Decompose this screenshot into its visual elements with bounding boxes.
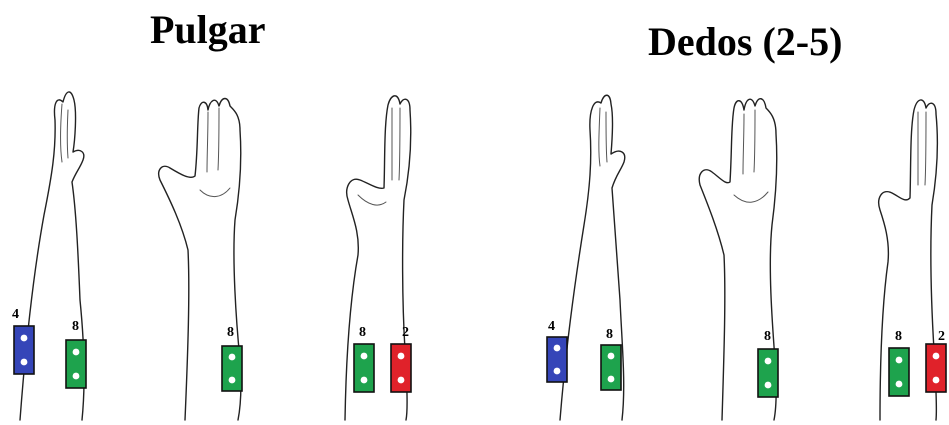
electrode-pad <box>926 344 946 392</box>
electrode-dot <box>608 376 615 383</box>
electrode-dot <box>933 377 940 384</box>
electrode-dot <box>21 359 28 366</box>
electrode-label: 8 <box>606 327 613 342</box>
electrode-group-fig5: 8 <box>758 329 778 397</box>
electrode-group-fig4: 4 8 <box>547 319 621 390</box>
electrode-pad <box>758 349 778 397</box>
electrode-dot <box>765 382 772 389</box>
electrode-pad <box>547 337 567 382</box>
electrode-pad <box>14 326 34 374</box>
electrode-pad <box>601 345 621 390</box>
electrode-dot <box>229 377 236 384</box>
electrode-dot <box>398 377 405 384</box>
electrode-dot <box>896 381 903 388</box>
electrode-group-fig3: 8 2 <box>354 325 411 392</box>
electrode-dot <box>765 358 772 365</box>
electrode-label: 8 <box>359 325 366 340</box>
electrode-dot <box>21 335 28 342</box>
electrode-group-fig6: 8 2 <box>889 329 946 396</box>
electrode-dot <box>608 353 615 360</box>
electrode-label: 4 <box>12 307 19 322</box>
electrode-dot <box>554 368 561 375</box>
electrode-dot <box>361 353 368 360</box>
electrode-label: 2 <box>938 329 945 344</box>
electrode-dot <box>229 354 236 361</box>
electrode-dot <box>73 349 80 356</box>
electrode-label: 8 <box>895 329 902 344</box>
electrode-group-fig2: 8 <box>222 325 242 391</box>
electrode-dot <box>361 377 368 384</box>
electrode-label: 4 <box>548 319 555 334</box>
electrode-label: 8 <box>227 325 234 340</box>
electrode-dot <box>554 345 561 352</box>
electrode-dot <box>933 353 940 360</box>
electrode-pad <box>66 340 86 388</box>
electrode-label: 2 <box>402 325 409 340</box>
electrode-dot <box>896 357 903 364</box>
electrode-pad <box>222 346 242 391</box>
electrode-label: 8 <box>764 329 771 344</box>
electrode-pad <box>889 348 909 396</box>
electrode-label: 8 <box>72 319 79 334</box>
electrode-dot <box>398 353 405 360</box>
electrode-dot <box>73 373 80 380</box>
electrode-pad <box>354 344 374 392</box>
electrode-pad <box>391 344 411 392</box>
